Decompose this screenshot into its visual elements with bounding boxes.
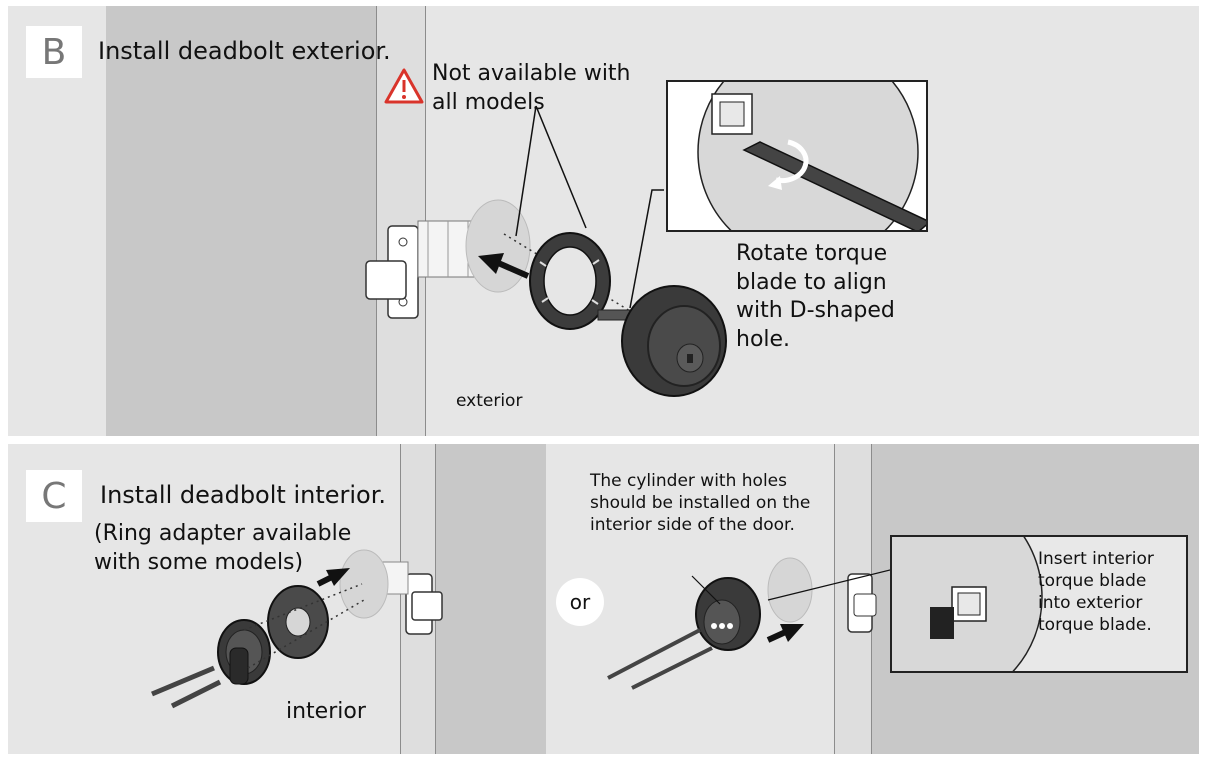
or-separator: or [556,578,604,626]
interior-label: interior [286,699,366,724]
arrow-icon [766,624,804,643]
arrow-icon [478,253,530,279]
step-b-letter: B [26,26,82,78]
ring-adapter-note: (Ring adapter available with some models… [94,521,352,575]
rotate-arrow-icon [775,139,809,184]
torque-blade-insert-detail [892,537,1186,671]
step-c-panel: C Install deadbolt interior. (Ring adapt… [8,444,1199,754]
door-face [106,6,378,436]
exterior-cylinder [597,285,727,397]
warning-triangle-icon [384,68,424,104]
inset-caption-c: Insert interior torque blade into exteri… [1038,549,1154,636]
cylinder-note: The cylinder with holes should be instal… [590,471,811,536]
torque-blade-inset [666,80,928,232]
door-face-left [436,444,546,754]
warning-leader [515,105,537,237]
step-c-title: Install deadbolt interior. [100,481,387,509]
torque-blade-detail [697,82,926,230]
inset-caption-b: Rotate torque blade to align with D-shap… [736,241,895,352]
exterior-deadbolt-illustration [365,68,727,397]
step-b-title: Install deadbolt exterior. [98,37,391,65]
interior-deadbolt-illustration [151,549,899,709]
arrow-icon [316,568,350,587]
mounting-screws-right [607,628,713,690]
ring-adapter-interior [267,585,329,659]
step-b-panel: B Install deadbolt exterior. Not availab… [8,6,1199,436]
door-hole [465,199,531,293]
warning-leader [535,105,587,229]
torque-blade-insert-inset [890,535,1188,673]
interior-thumbturn [217,619,271,685]
mounting-screws-left [151,665,222,709]
latch-assembly-right [767,557,877,633]
inset-callout-line [629,189,664,309]
ring-adapter [529,232,611,330]
latch-assembly-left [339,549,443,635]
warning-text: Not available with all models [432,61,631,115]
step-c-letter: C [26,470,82,522]
exterior-label: exterior [456,391,523,411]
